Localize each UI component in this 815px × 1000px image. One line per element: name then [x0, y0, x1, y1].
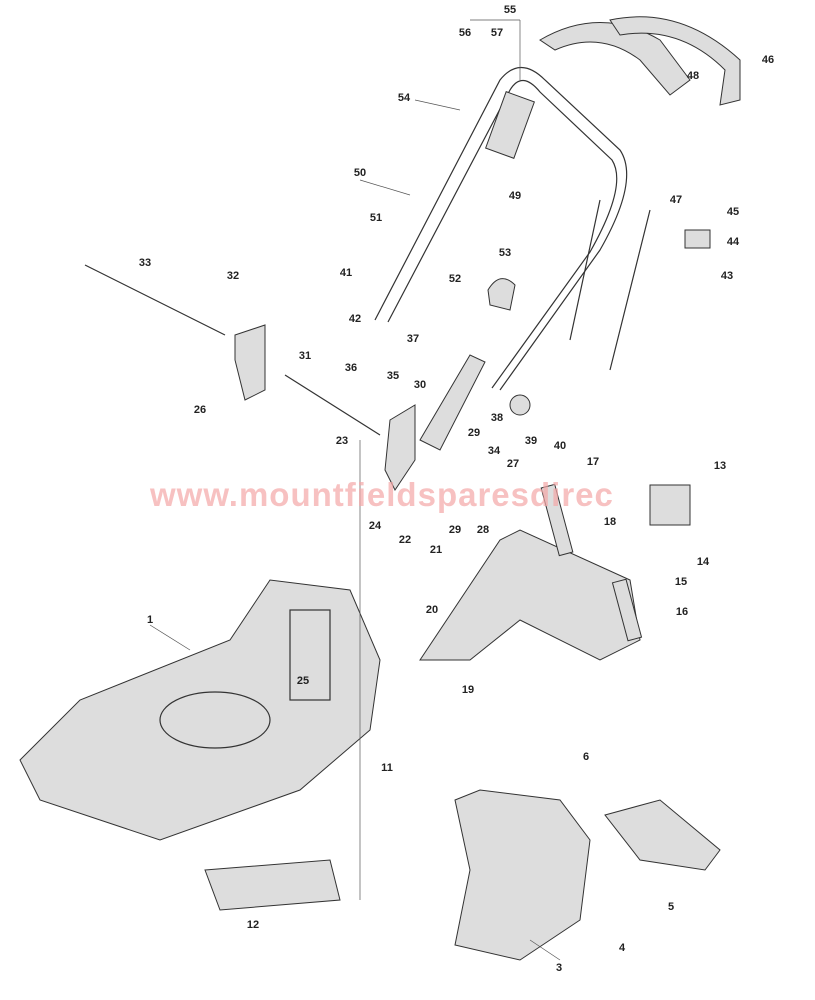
part-number-label: 49 [508, 190, 522, 202]
part-number-label: 20 [425, 604, 439, 616]
watermark: www.mountfieldsparesdirec [150, 476, 614, 513]
bracket-23 [384, 404, 416, 491]
part-number-label: 45 [726, 206, 740, 218]
part-number-label: 14 [696, 556, 710, 568]
part-number-label: 26 [193, 404, 207, 416]
control-block [485, 91, 535, 159]
part-number-label: 24 [368, 520, 382, 532]
part-number-label: 13 [713, 460, 727, 472]
flap-5 [604, 799, 721, 871]
part-number-label: 6 [582, 751, 590, 763]
part-number-label: 35 [386, 370, 400, 382]
part-number-label: 25 [296, 675, 310, 687]
part-number-label: 4 [618, 942, 626, 954]
part-16 [611, 578, 643, 642]
part-number-label: 41 [339, 267, 353, 279]
part-number-label: 15 [674, 576, 688, 588]
part-number-label: 19 [461, 684, 475, 696]
cables [569, 199, 651, 371]
part-number-label: 53 [498, 247, 512, 259]
part-number-label: 17 [586, 456, 600, 468]
part-number-label: 48 [686, 70, 700, 82]
part-13 [649, 484, 691, 526]
part-number-label: 29 [448, 524, 462, 536]
part-number-label: 34 [487, 445, 501, 457]
part-number-label: 12 [246, 919, 260, 931]
handle-grip [539, 22, 691, 96]
part-number-label: 16 [675, 606, 689, 618]
part-number-label: 1 [146, 614, 154, 626]
bracket-12 [204, 859, 341, 911]
part-number-label: 47 [669, 194, 683, 206]
part-number-label: 5 [667, 901, 675, 913]
part-number-label: 50 [353, 167, 367, 179]
part-number-label: 39 [524, 435, 538, 447]
part-number-label: 38 [490, 412, 504, 424]
part-number-label: 37 [406, 333, 420, 345]
chute-3 [454, 789, 591, 961]
part-number-label: 32 [226, 270, 240, 282]
rod-33 [84, 264, 226, 336]
part-number-label: 51 [369, 212, 383, 224]
part-number-label: 22 [398, 534, 412, 546]
chute-19 [419, 529, 641, 661]
part-number-label: 54 [397, 92, 411, 104]
part-number-label: 27 [506, 458, 520, 470]
part-number-label: 44 [726, 236, 740, 248]
deck-1 [19, 579, 381, 841]
part-number-label: 3 [555, 962, 563, 974]
upper-handle [374, 66, 628, 391]
part-number-label: 42 [348, 313, 362, 325]
bracket-26 [234, 324, 266, 401]
part-number-label: 33 [138, 257, 152, 269]
part-number-label: 29 [467, 427, 481, 439]
bail-bar [609, 16, 741, 106]
axle-31 [284, 374, 381, 436]
part-number-label: 31 [298, 350, 312, 362]
part-number-label: 30 [413, 379, 427, 391]
part-number-label: 52 [448, 273, 462, 285]
knob-39 [509, 394, 531, 416]
part-number-label: 21 [429, 544, 443, 556]
part-number-label: 40 [553, 440, 567, 452]
part-number-label: 28 [476, 524, 490, 536]
part-number-label: 55 [503, 4, 517, 16]
part-number-label: 18 [603, 516, 617, 528]
part-number-label: 43 [720, 270, 734, 282]
part-17 [540, 483, 574, 557]
part-number-label: 36 [344, 362, 358, 374]
lever-30 [419, 354, 486, 451]
cable-guide [487, 278, 516, 311]
part-number-label: 56 [458, 27, 472, 39]
part-number-label: 23 [335, 435, 349, 447]
part-number-label: 57 [490, 27, 504, 39]
part-number-label: 11 [381, 762, 393, 774]
part-number-label: 46 [761, 54, 775, 66]
cable-clip [684, 229, 711, 249]
